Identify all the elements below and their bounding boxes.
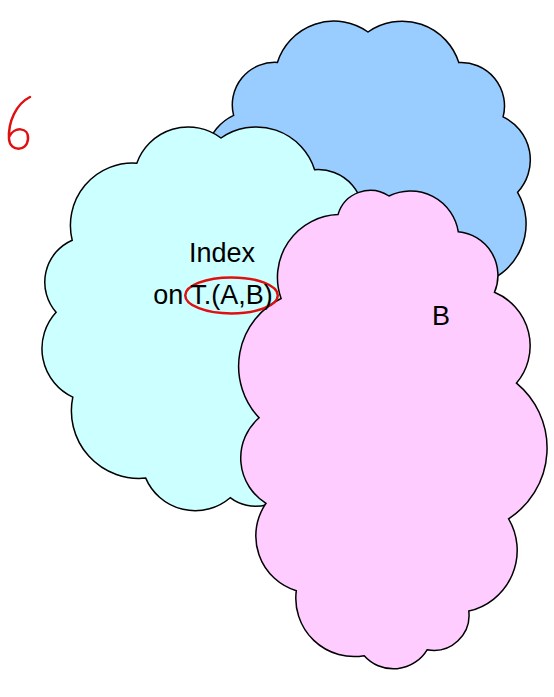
node-label: Index xyxy=(189,237,255,269)
node-label: B xyxy=(432,300,450,332)
pink-cloud: B xyxy=(225,160,553,692)
red-circle xyxy=(185,277,278,313)
red-scribble xyxy=(9,97,30,149)
cloud-shape xyxy=(239,190,547,668)
cloud-outline xyxy=(225,160,553,692)
node-label: on T.(A,B) xyxy=(153,279,273,311)
